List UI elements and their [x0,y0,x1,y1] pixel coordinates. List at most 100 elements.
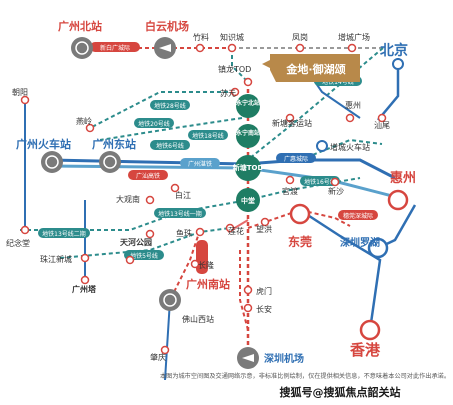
label-zengcheng-plaza: 增城广场 [338,32,370,42]
station-dot-zengcheng-plaza [347,43,357,53]
badge-line13-2: 地铁13号线二期 [38,228,90,238]
station-dot-zhishi [227,43,237,53]
svg-text:广州湛铁: 广州湛铁 [188,160,212,168]
hub-shenzhen-luohu [367,237,389,259]
label-humen: 虎门 [256,286,272,296]
label-zhujiang-xincheng: 珠江新城 [40,254,72,264]
label-daguanan: 大观南 [116,194,140,204]
project-callout: 金地·御湖颂 [262,54,360,82]
label-yongning-south: 永宁南站 [235,129,260,137]
hub-zhongtang [236,188,260,212]
zhenlong-link [231,48,249,83]
hub-gz-north [71,37,93,59]
station-dot-baijiang [170,183,180,193]
hub-yongning-south [236,124,260,148]
gz-huizhou-rail [49,164,401,200]
svg-text:新白广城际: 新白广城际 [100,44,130,52]
badge-xinbai: 新白广城际 [90,42,140,52]
station-dot-zhaoqing [160,345,170,355]
line16b-route [299,138,383,161]
station-dot-xintang-passenger [285,113,295,123]
label-zhishi: 知识城 [220,32,244,42]
station-dot-fenggang [295,43,305,53]
station-dot-huizhou-small [345,113,355,123]
label-shanwei: 汕尾 [374,120,390,130]
svg-text:穗莞深城际: 穗莞深城际 [343,212,373,220]
label-shenzhen-luohu: 深圳罗湖 [340,236,380,249]
label-gz-east: 广州东站 [92,137,136,151]
station-dot-zhenlong [243,77,253,87]
svg-text:地铁16号线: 地铁16号线 [304,178,336,186]
badge-line17 [196,240,208,274]
label-zhaoqing: 肇庆 [150,352,166,362]
line17-route [169,229,201,301]
station-dot-changlong [190,259,200,269]
label-gz-south: 广州南站 [186,277,230,291]
station-dot-yuancun [125,255,135,265]
station-dot-lianhua [225,223,235,233]
label-zhenlong-tod: 镇龙TOD [218,64,251,74]
gz-south-route [164,299,171,381]
badge-line5: 地铁5号线 [124,250,164,260]
label-yuzhu: 鱼珠 [176,228,192,238]
label-xinsha: 新沙 [328,186,344,196]
footer-note: 本图为城市空间图及交通网络示意，非标准比例绘制，仅在提供相关信息，不意味着本公司… [160,372,450,380]
label-lianhua: 莲花 [228,226,244,236]
label-yongning-north: 永宁北站 [235,99,260,107]
station-dot-gz-tower [80,275,90,285]
label-jinian: 纪念堂 [6,238,30,248]
label-gz-railway: 广州火车站 [16,137,71,151]
station-dot-xinsha [330,177,340,187]
label-beijing: 北京 [380,42,408,59]
hub-beijing-marker [392,58,404,70]
label-gz-north: 广州北站 [58,19,102,33]
hub-hongkong [359,319,381,341]
hub-zengcheng-railway [316,140,328,152]
label-guandu: 官渡 [282,186,298,196]
label-changlong: 长隆 [198,260,214,270]
hub-dongguan [289,203,311,225]
line13-1-route [247,177,361,201]
badge-gz-huizhou: 广汕高铁 [128,170,168,180]
label-zengcheng-railway: 增城火车站 [330,142,370,152]
svg-text:地铁18号线: 地铁18号线 [192,132,224,140]
label-huizhou-small: 惠州 [345,100,361,110]
svg-text:地铁20号线: 地铁20号线 [138,120,170,128]
station-dot-changan [243,303,253,313]
station-dot-chaoyang [20,95,30,105]
badge-line16: 地铁16号线 [300,176,340,186]
line20-route [99,117,243,141]
label-fenggang: 凤岗 [292,33,308,42]
station-dot-humen [243,285,253,295]
badge-line20: 地铁20号线 [134,118,174,128]
hub-gz-east [99,151,121,173]
line5-route [59,227,231,259]
svg-text:地铁13号线二期: 地铁13号线二期 [42,230,86,238]
label-suyuan: 苏元 [220,88,236,98]
label-yanling: 燕岭 [76,116,92,126]
label-zhongtang: 中堂 [241,196,255,205]
label-tianhe-park: 天河公园 [120,237,152,247]
svg-text:地铁13号线一期: 地铁13号线一期 [158,210,202,218]
badge-sui-ban: 穗莞深城际 [338,210,378,220]
badge-line13-1: 地铁13号线一期 [154,208,206,218]
line28-route [89,91,235,129]
station-dot-jinian [20,225,30,235]
hub-xintang-tod [235,155,261,181]
svg-text:地铁6号线: 地铁6号线 [156,142,184,150]
shenzhen-route [299,208,382,331]
station-dot-wanghong [260,217,270,227]
badge-line18: 地铁18号线 [188,130,228,140]
hub-baiyun-airport [154,37,176,59]
badge-line28: 地铁28号线 [150,100,190,110]
label-huizhou: 惠州 [390,170,416,186]
line13-2-route [20,199,249,231]
label-baiyun: 白云机场 [145,19,189,33]
station-dot-yuzhu [195,227,205,237]
station-dot-zhujiang-xincheng [80,253,90,263]
hub-sz-airport [237,347,259,369]
svg-text:地铁5号线: 地铁5号线 [130,252,158,260]
hub-huizhou [387,189,409,211]
station-dot-yanling [85,123,95,133]
